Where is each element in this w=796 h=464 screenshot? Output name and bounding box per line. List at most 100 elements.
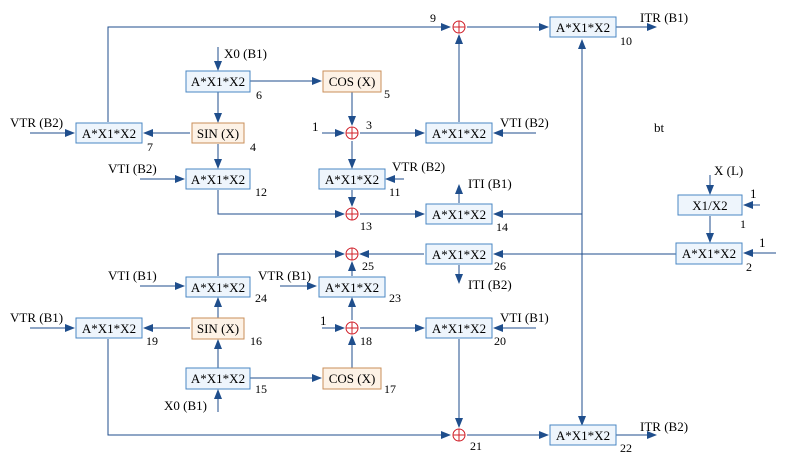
block-5-label: COS (X) (329, 74, 376, 89)
block-2-number: 2 (746, 260, 752, 274)
block-6[interactable]: A*X1*X2 6 (185, 70, 262, 102)
sum-junction-3-number: 3 (366, 118, 372, 132)
block-19[interactable]: A*X1*X2 19 (75, 317, 158, 348)
sum-junction-21[interactable] (452, 428, 466, 442)
wire-b19-to-sum21 (107, 339, 451, 439)
block-20-label: A*X1*X2 (432, 321, 486, 336)
signal-vti-b1-right: VTI (B1) (500, 310, 549, 325)
signal-const-one-b2: 1 (759, 235, 766, 250)
block-14[interactable]: A*X1*X2 14 (425, 203, 508, 234)
sum-junction-3[interactable] (345, 126, 359, 140)
connections (30, 23, 776, 439)
signal-const-one-b1: 1 (750, 186, 757, 201)
signal-vti-b1-left: VTI (B1) (108, 268, 157, 283)
block-6-label: A*X1*X2 (191, 74, 245, 89)
blocks: A*X1*X2 6 A*X1*X2 7 A*X1*X2 10 A*X1*X2 A… (75, 16, 752, 455)
signal-const-one-sum18: 1 (320, 313, 327, 328)
block-23-number: 23 (389, 291, 401, 305)
signal-labels: X0 (B1) X0 (B1) VTR (B2) VTR (B2) VTI (B… (10, 10, 766, 434)
block-7[interactable]: A*X1*X2 7 (75, 122, 153, 154)
block-19-label: A*X1*X2 (82, 321, 136, 336)
block-16-label: SIN (X) (197, 321, 239, 336)
block-14-label: A*X1*X2 (432, 207, 486, 222)
summing-junctions (345, 20, 466, 442)
block-15[interactable]: A*X1*X2 15 (185, 367, 267, 396)
sum-junction-13-number: 13 (360, 219, 372, 233)
block-1[interactable]: X1/X2 1 (677, 194, 746, 231)
signal-vtr-b2-left: VTR (B2) (10, 115, 63, 130)
block-17-label: COS (X) (329, 371, 376, 386)
signal-vti-b2-right: VTI (B2) (500, 115, 549, 130)
sum-junction-18-number: 18 (360, 334, 372, 348)
sum-junction-25[interactable] (345, 247, 359, 261)
block-26[interactable]: A*X1*X2 26 (425, 243, 506, 273)
signal-vtr-b1-left: VTR (B1) (10, 310, 63, 325)
block-1-label: X1/X2 (692, 198, 727, 213)
block-4[interactable]: SIN (X) 4 (191, 122, 256, 154)
block-10[interactable]: A*X1*X2 10 (549, 16, 632, 48)
block-16-number: 16 (250, 334, 262, 348)
block-7-number: 7 (147, 140, 153, 154)
block-10-number: 10 (620, 34, 632, 48)
signal-x0-top: X0 (B1) (224, 46, 267, 61)
signal-vti-b2-left: VTI (B2) (108, 161, 157, 176)
wire-b7-to-sum9 (107, 23, 451, 122)
block-7-label: A*X1*X2 (82, 126, 136, 141)
block-17-number: 17 (384, 382, 396, 396)
signal-vtr-b2-mid: VTR (B2) (392, 159, 445, 174)
block-11[interactable]: A*X1*X2 11 (318, 168, 401, 199)
block-10-label: A*X1*X2 (556, 20, 610, 35)
block-22-label: A*X1*X2 (556, 428, 610, 443)
signal-itr-b2: ITR (B2) (640, 419, 688, 434)
block-5[interactable]: COS (X) 5 (322, 70, 390, 101)
signal-iti-b2: ITI (B2) (468, 277, 512, 292)
block-23[interactable]: A*X1*X2 23 (318, 276, 401, 305)
junction-numbers: 9 3 13 25 18 21 (360, 11, 482, 453)
block-4-number: 4 (250, 140, 256, 154)
signal-vtr-b1-mid: VTR (B1) (258, 268, 311, 283)
block-15-label: A*X1*X2 (191, 371, 245, 386)
block-24-label: A*X1*X2 (191, 280, 245, 295)
block-22-number: 22 (620, 441, 632, 455)
signal-x0-bottom: X0 (B1) (164, 398, 207, 413)
block-16[interactable]: SIN (X) 16 (191, 317, 262, 348)
block-1-number: 1 (740, 217, 746, 231)
signal-itr-b1: ITR (B1) (640, 10, 688, 25)
block-12-number: 12 (255, 185, 267, 199)
wire-b12-to-sum13 (217, 190, 345, 218)
block-6-number: 6 (256, 88, 262, 102)
block-3b-label: A*X1*X2 (432, 126, 486, 141)
block-17[interactable]: COS (X) 17 (322, 367, 396, 396)
sum-junction-9[interactable] (452, 20, 466, 34)
block-4-label: SIN (X) (197, 126, 239, 141)
block-24-number: 24 (255, 291, 267, 305)
block-24[interactable]: A*X1*X2 24 (185, 276, 267, 305)
block-11-label: A*X1*X2 (325, 172, 379, 187)
wire-b24-to-sum25 (217, 250, 345, 276)
block-23-label: A*X1*X2 (325, 280, 379, 295)
block-2-label: A*X1*X2 (682, 246, 736, 261)
sum-junction-13[interactable] (345, 207, 359, 221)
signal-const-one-sum3: 1 (312, 119, 319, 134)
signal-bt: bt (654, 120, 665, 135)
block-26-number: 26 (494, 259, 506, 273)
block-20-number: 20 (494, 334, 506, 348)
block-14-number: 14 (496, 220, 508, 234)
sum-junction-21-number: 21 (470, 439, 482, 453)
block-20[interactable]: A*X1*X2 20 (425, 317, 506, 348)
block-19-number: 19 (146, 334, 158, 348)
block-12[interactable]: A*X1*X2 12 (185, 168, 267, 199)
block-22[interactable]: A*X1*X2 22 (549, 424, 632, 455)
sum-junction-9-number: 9 (430, 11, 436, 25)
block-5-number: 5 (384, 87, 390, 101)
block-12-label: A*X1*X2 (191, 172, 245, 187)
sum-junction-18[interactable] (345, 321, 359, 335)
block-15-number: 15 (255, 382, 267, 396)
block-11-number: 11 (389, 185, 401, 199)
sum-junction-25-number: 25 (362, 259, 374, 273)
block-3b[interactable]: A*X1*X2 (425, 122, 493, 144)
signal-iti-b1: ITI (B1) (468, 176, 512, 191)
signal-x-l: X (L) (714, 163, 743, 178)
block-2[interactable]: A*X1*X2 2 (675, 242, 752, 274)
